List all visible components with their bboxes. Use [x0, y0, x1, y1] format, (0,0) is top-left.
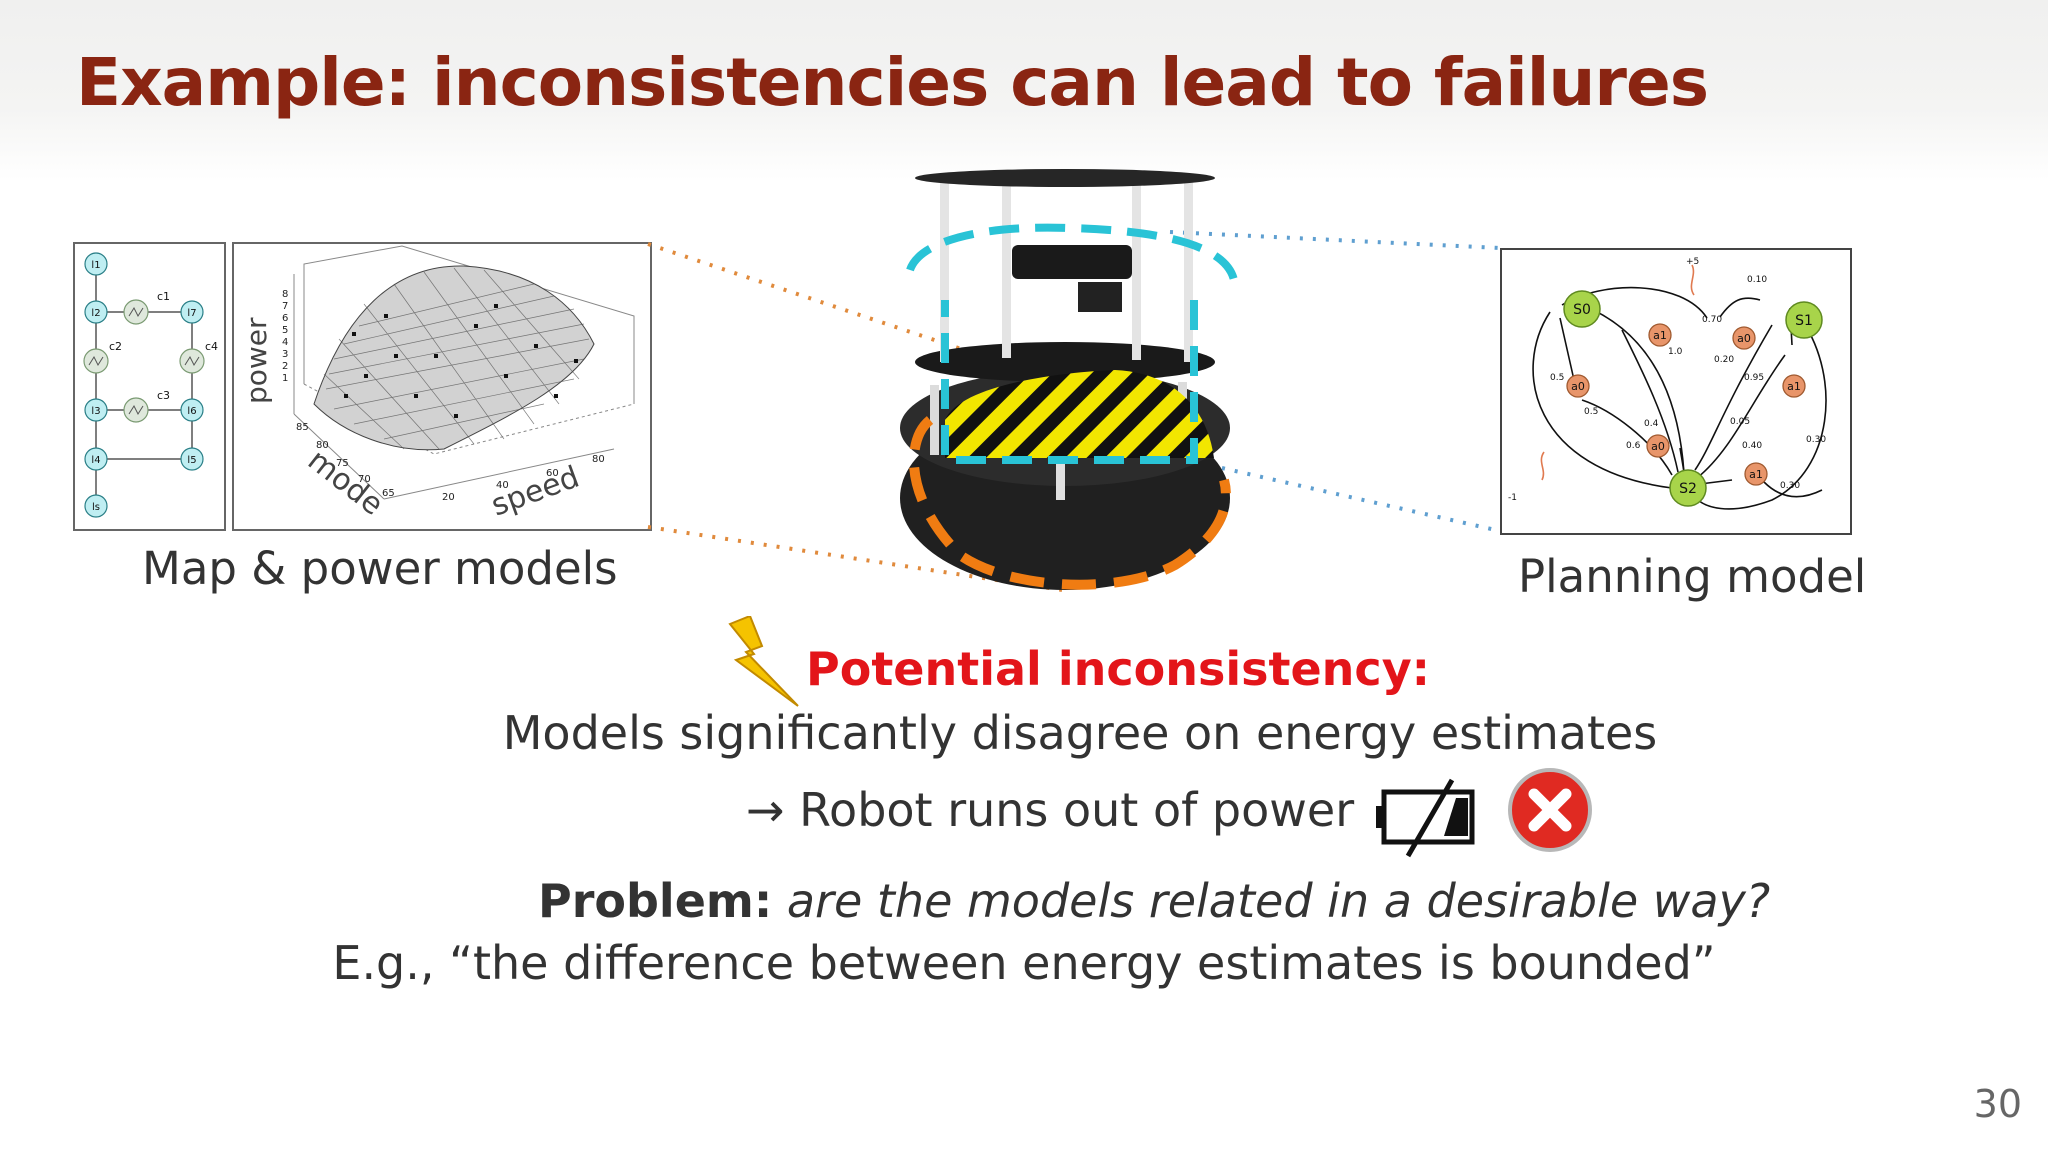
svg-text:60: 60 [546, 468, 559, 479]
svg-text:l7: l7 [187, 308, 196, 319]
svg-text:l2: l2 [91, 308, 100, 319]
svg-text:20: 20 [442, 492, 455, 503]
hazard-region [945, 370, 1214, 458]
svg-text:l5: l5 [187, 455, 196, 466]
svg-text:70: 70 [358, 474, 371, 485]
svg-text:S0: S0 [1573, 302, 1591, 318]
svg-text:1.0: 1.0 [1668, 347, 1683, 357]
svg-text:0.95: 0.95 [1744, 373, 1764, 383]
svg-text:80: 80 [592, 454, 605, 465]
svg-text:65: 65 [382, 488, 395, 499]
slide-title: Example: inconsistencies can lead to fai… [76, 44, 1709, 121]
cyan-dashed-outline [906, 223, 1238, 464]
svg-text:0.4: 0.4 [1644, 419, 1659, 429]
svg-text:7: 7 [282, 301, 288, 312]
right-caption: Planning model [1518, 550, 1867, 603]
svg-text:a0: a0 [1651, 440, 1665, 453]
svg-text:a1: a1 [1653, 329, 1667, 342]
robot-sensor [1012, 245, 1132, 279]
svg-text:-1: -1 [1508, 493, 1517, 503]
svg-text:75: 75 [336, 458, 349, 469]
orange-connector-lines [647, 242, 1063, 592]
svg-text:ls: ls [92, 502, 100, 513]
svg-text:4: 4 [282, 337, 288, 348]
svg-text:0.20: 0.20 [1714, 355, 1734, 365]
problem-line: Problem: are the models related in a des… [538, 874, 1770, 928]
svg-text:0.30: 0.30 [1806, 435, 1826, 445]
svg-text:1: 1 [282, 373, 288, 384]
header-band [0, 0, 2048, 180]
svg-text:c3: c3 [157, 389, 170, 402]
svg-text:l4: l4 [91, 455, 100, 466]
svg-text:0.05: 0.05 [1730, 417, 1750, 427]
page-number: 30 [1973, 1082, 2022, 1126]
svg-text:a0: a0 [1571, 380, 1585, 393]
svg-text:0.5: 0.5 [1550, 373, 1564, 383]
svg-text:85: 85 [296, 422, 309, 433]
example-line: E.g., “the difference between energy est… [332, 936, 1716, 990]
svg-text:80: 80 [316, 440, 329, 451]
power-model-figure: 1 2 3 4 5 6 7 8 85 80 75 70 65 20 40 60 … [232, 242, 652, 531]
svg-text:0.70: 0.70 [1702, 315, 1722, 325]
power-surface-plot: 1 2 3 4 5 6 7 8 85 80 75 70 65 20 40 60 … [240, 245, 635, 524]
problem-label: Problem: [538, 874, 773, 928]
svg-text:2: 2 [282, 361, 288, 372]
error-icon [1508, 768, 1592, 852]
svg-text:0.30: 0.30 [1780, 481, 1800, 491]
svg-text:a0: a0 [1737, 332, 1751, 345]
svg-text:l3: l3 [91, 406, 100, 417]
disagree-line: Models significantly disagree on energy … [502, 706, 1658, 760]
svg-text:6: 6 [282, 313, 288, 324]
map-graph: l1 l2 l7 l3 l6 l4 l5 ls c1 c2 c3 c4 [83, 252, 218, 518]
svg-text:S1: S1 [1795, 313, 1813, 329]
svg-text:c4: c4 [205, 340, 218, 353]
power-axis-label: power [240, 317, 273, 404]
runs-out-line: → Robot runs out of power [746, 783, 1355, 837]
svg-text:c1: c1 [157, 290, 170, 303]
svg-text:3: 3 [282, 349, 288, 360]
svg-text:a1: a1 [1749, 468, 1763, 481]
svg-text:S2: S2 [1679, 481, 1697, 497]
svg-text:0.6: 0.6 [1626, 441, 1641, 451]
svg-text:0.5: 0.5 [1584, 407, 1598, 417]
robot-top-plate [915, 169, 1215, 187]
planning-model-figure: S0 S1 S2 a1 a0 a0 a1 a0 a1 0.10 0.70 1.0… [1500, 248, 1852, 535]
lightning-icon [728, 616, 799, 707]
svg-text:0.40: 0.40 [1742, 441, 1762, 451]
problem-question: are the models related in a desirable wa… [786, 874, 1771, 928]
svg-text:5: 5 [282, 325, 288, 336]
svg-text:c2: c2 [109, 340, 122, 353]
left-caption: Map & power models [142, 542, 618, 595]
blue-connector-lines [1169, 230, 1501, 533]
map-model-figure: l1 l2 l7 l3 l6 l4 l5 ls c1 c2 c3 c4 [73, 242, 226, 531]
planning-graph: S0 S1 S2 a1 a0 a0 a1 a0 a1 0.10 0.70 1.0… [1508, 257, 1827, 510]
potential-inconsistency-heading: Potential inconsistency: [806, 642, 1431, 696]
svg-text:0.10: 0.10 [1747, 275, 1767, 285]
svg-text:40: 40 [496, 480, 509, 491]
svg-text:l1: l1 [91, 260, 100, 271]
orange-dashed-outline [908, 416, 1231, 590]
svg-text:l6: l6 [187, 406, 196, 417]
svg-text:a1: a1 [1787, 380, 1801, 393]
empty-battery-icon [1376, 778, 1475, 858]
svg-text:8: 8 [282, 289, 288, 300]
svg-text:+5: +5 [1686, 257, 1699, 267]
